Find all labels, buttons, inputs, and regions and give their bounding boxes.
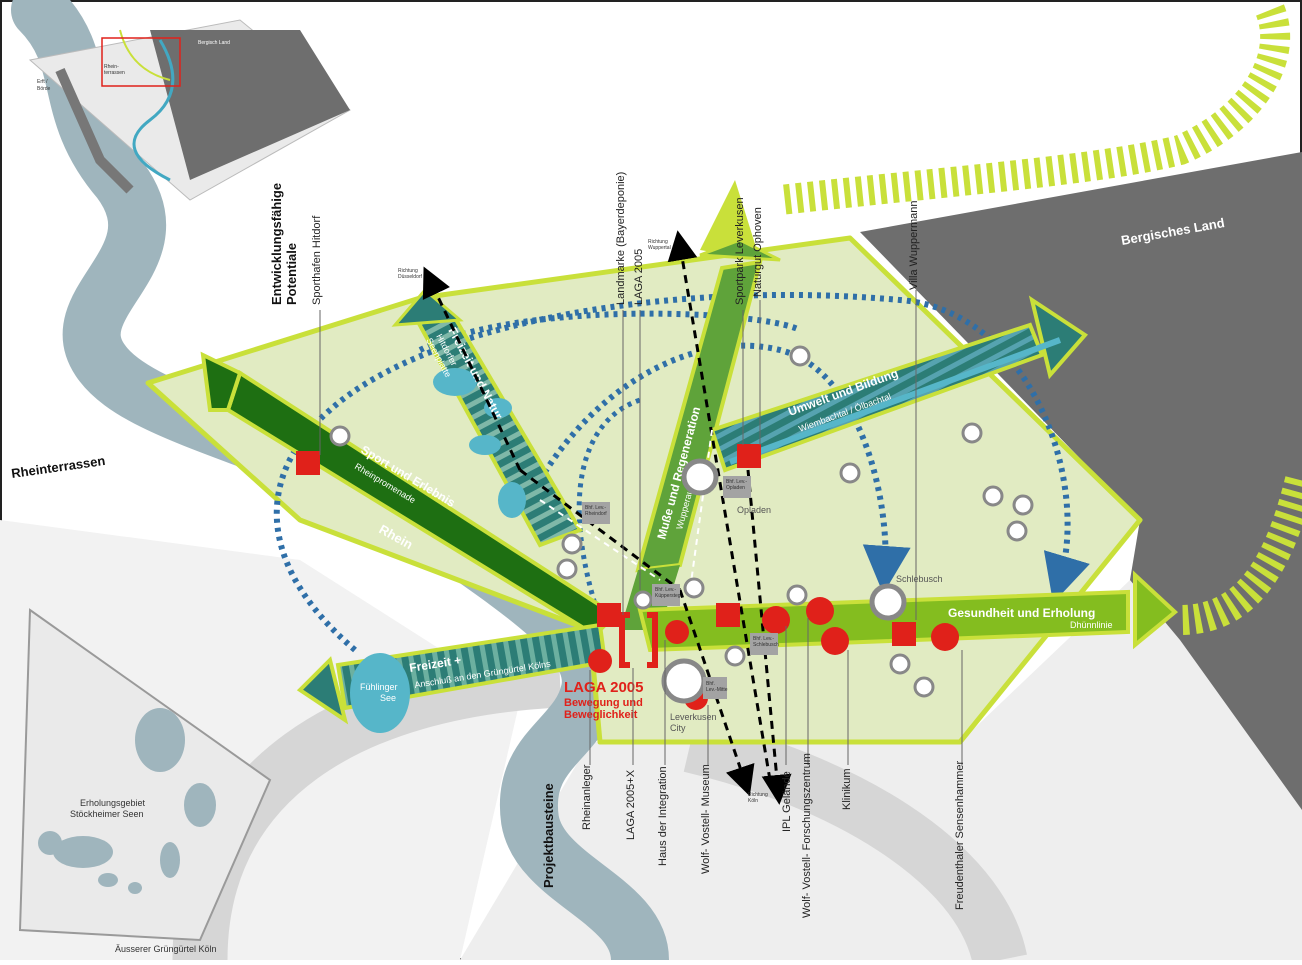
fuehlinger-label-1: Fühlinger (360, 682, 398, 692)
dir-koeln-2: Köln (748, 798, 758, 804)
project-square (892, 622, 916, 646)
rail-wuppertal (667, 230, 772, 781)
pot-villa: Villa Wuppermann (908, 201, 920, 290)
inset-erft-2: Börde (37, 86, 51, 92)
lake (38, 831, 62, 855)
inset-bergisch: Bergisch Land (198, 40, 230, 46)
rail-main (519, 468, 681, 592)
station-mitte-1: Bhf. (706, 681, 715, 687)
loop-outer (273, 291, 1090, 653)
project-circle (762, 606, 790, 634)
fuehlinger-label-2: See (380, 693, 396, 703)
bergisches-connection (778, 4, 1291, 215)
pot-naturgut: Naturgut Ophoven (752, 207, 764, 297)
lake (98, 873, 118, 887)
lake (135, 708, 185, 772)
station-kuppersteg-1: Bhf. Lev.- (655, 587, 676, 593)
potential-sites (329, 345, 1034, 704)
loop-middle (537, 342, 911, 594)
project-square (597, 603, 621, 627)
stations (582, 476, 778, 699)
lake (184, 783, 216, 827)
station-rheindorf-2: Rheindorf (585, 511, 607, 517)
region-gruenguertel: Äusserer Grüngürtel Köln (115, 944, 217, 954)
station-rheindorf-1: Bhf. Lev.- (585, 505, 606, 511)
project-square (296, 451, 320, 475)
laga-sub-1: Bewegung und (564, 697, 643, 709)
potentiale-heading-1: Entwicklungsfähige (269, 183, 284, 305)
dir-koeln-1: Richtung (748, 792, 768, 798)
baustein-item: Wolf- Vostell- Museum (700, 764, 712, 874)
dir-duesseldorf-2: Düsseldorf (398, 274, 423, 280)
region-stoeckheimer: Stöckheimer Seen (70, 809, 144, 819)
baustein-item: IPL Gelände (781, 771, 793, 832)
lake (160, 842, 180, 878)
inset-rhein-2: terrassen (104, 70, 125, 76)
lake (53, 836, 113, 868)
rail-white-2 (539, 499, 661, 581)
inset-rhein-1: Rhein- (104, 64, 119, 70)
place-leverkusen-1: Leverkusen (670, 712, 717, 722)
baustein-item: Wolf- Vostell- Forschungszentrum (801, 753, 813, 918)
baustein-item: Rheinanleger (581, 764, 593, 830)
bausteine-heading: Projektbausteine (541, 783, 556, 888)
place-leverkusen-2: City (670, 723, 686, 733)
potentiale-heading-2: Potentiale (284, 243, 299, 305)
inset-map: Bergisch Land Rhein- terrassen Erft / Bö… (28, 19, 351, 201)
baustein-item: Klinikum (841, 768, 853, 810)
laga-marker (619, 612, 658, 668)
project-square (716, 603, 740, 627)
project-circle (806, 597, 834, 625)
dir-wuppertal-2: Wuppertal (648, 245, 671, 251)
leader-lines (319, 290, 963, 765)
station-opladen-2: Opladen (726, 485, 745, 491)
inset-highlight (101, 37, 181, 87)
baustein-item: Haus der Integration (657, 766, 669, 866)
baustein-item: LAGA 2005+X (625, 769, 637, 840)
inset-erft-1: Erft / (37, 79, 48, 85)
station-kuppersteg-2: Küppersteg (655, 593, 681, 599)
project-circle (665, 620, 689, 644)
station-mitte-2: Lev.-Mitte (706, 687, 728, 693)
loop-inner (418, 310, 802, 353)
place-schlebusch: Schlebusch (896, 574, 943, 584)
rail-duesseldorf (422, 266, 522, 471)
laga-title: LAGA 2005 (564, 679, 643, 696)
region-erholungsgebiet: Erholungsgebiet (80, 798, 146, 808)
lake (128, 882, 142, 894)
axis-gesundheit-title: Gesundheit und Erholung (948, 606, 1095, 620)
ground-light (460, 420, 1302, 960)
pot-landmarke: Landmarke (Bayerdeponie) (615, 172, 627, 305)
bergisches-land-area (860, 152, 1302, 810)
laga-sub-2: Beweglichkeit (564, 709, 638, 721)
station-schlebusch-2: Schlebusch (753, 642, 779, 648)
place-opladen: Opladen (737, 505, 771, 515)
pot-sporthafen: Sporthafen Hitdorf (311, 215, 323, 305)
axis-gesundheit-sub: Dhünnlinie (1070, 620, 1113, 630)
dir-duesseldorf-1: Richtung (398, 268, 418, 274)
pot-laga2005: LAGA 2005 (633, 249, 645, 305)
rail-white (689, 429, 713, 591)
station-schlebusch-1: Bhf. Lev.- (753, 636, 774, 642)
loop-small (576, 397, 641, 621)
ring-road-east (683, 718, 1027, 965)
dir-wuppertal-1: Richtung (648, 239, 668, 245)
project-circle (931, 623, 959, 651)
project-circle (821, 627, 849, 655)
bergisches-connection-south (1179, 476, 1302, 635)
baustein-item: Freudenthaler Sensenhammer (954, 760, 966, 910)
arrow-head (700, 180, 760, 260)
pot-sportpark: Sportpark Leverkusen (734, 197, 746, 305)
project-square (737, 444, 761, 468)
fuehlinger-see (350, 653, 410, 733)
station-opladen-1: Bhf. Lev.- (726, 479, 747, 485)
project-circle (588, 649, 612, 673)
rail-koeln-b (746, 469, 792, 805)
